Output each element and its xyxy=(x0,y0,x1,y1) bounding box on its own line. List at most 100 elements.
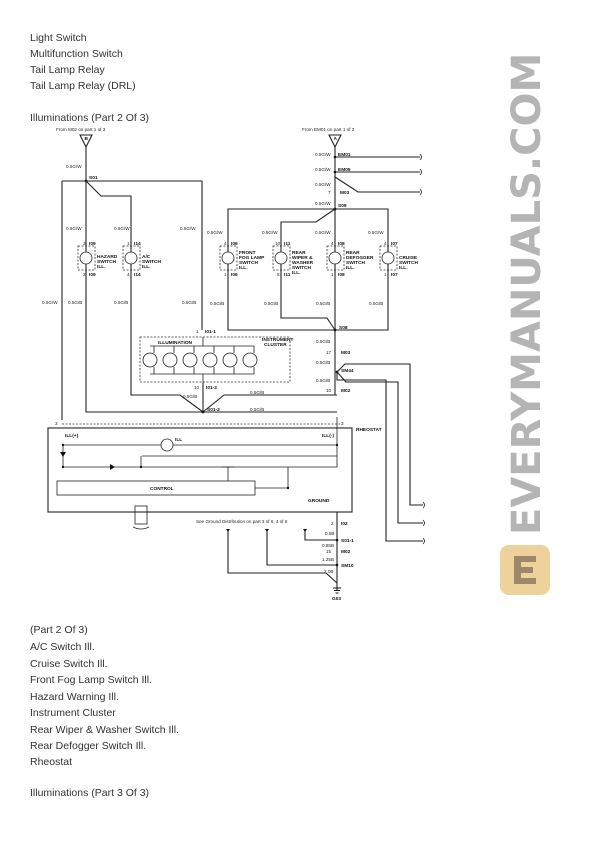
svg-text:REAR: REAR xyxy=(292,250,306,256)
pin-number: 17 xyxy=(326,350,332,355)
svg-text:WASHER: WASHER xyxy=(292,260,314,266)
svg-text:HAZARD: HAZARD xyxy=(97,254,118,260)
svg-text:GROUND: GROUND xyxy=(308,498,330,504)
wire-label: 0.5G/B xyxy=(316,378,330,383)
svg-text:DEFOGGER: DEFOGGER xyxy=(346,255,374,261)
svg-text:4: 4 xyxy=(331,241,334,246)
wire-label: 0.5G/W xyxy=(315,152,331,157)
svg-text:ILL(-): ILL(-) xyxy=(322,433,334,439)
svg-text:I07: I07 xyxy=(391,272,398,278)
wire-label: 0.5G/W xyxy=(180,226,196,231)
watermark: EVERYMANUALS.COM xyxy=(500,53,550,595)
svg-text:I14: I14 xyxy=(134,272,141,278)
from-a-label: From EM01 on part 1 of 3 xyxy=(302,127,355,132)
connector-a-letter: A xyxy=(334,136,338,142)
svg-text:SWITCH: SWITCH xyxy=(142,259,161,265)
svg-text:ILL.: ILL. xyxy=(97,264,106,270)
svg-text:I01-1: I01-1 xyxy=(205,329,216,335)
svg-text:WIPER &: WIPER & xyxy=(292,255,313,261)
svg-text:I09: I09 xyxy=(89,241,96,247)
text-line: Tail Lamp Relay (DRL) xyxy=(30,80,136,92)
wire-label: 0.5G/B xyxy=(316,301,330,306)
svg-text:ILL.: ILL. xyxy=(239,265,248,271)
watermark-text: EVERYMANUALS.COM xyxy=(504,53,550,535)
ground-symbol-icon xyxy=(333,587,341,594)
svg-text:CRUISE: CRUISE xyxy=(399,255,418,261)
wire-label: 0.5G/B xyxy=(210,301,224,306)
svg-text:CONTROL: CONTROL xyxy=(150,486,174,492)
svg-text:CLUSTER: CLUSTER xyxy=(264,342,287,348)
svg-text:SWITCH: SWITCH xyxy=(97,259,116,265)
bulb-icon xyxy=(162,352,178,368)
wire-label: 0.5B xyxy=(325,531,334,536)
svg-text:1: 1 xyxy=(196,329,199,334)
svg-text:1: 1 xyxy=(384,272,387,277)
wire-label: 0.5G/W xyxy=(114,226,130,231)
ground-arrow-icon xyxy=(226,529,307,532)
wire-label: 0.5G/B xyxy=(114,300,128,305)
connector-b-letter: B xyxy=(85,136,89,142)
svg-text:SWITCH: SWITCH xyxy=(399,260,418,266)
svg-text:A/C: A/C xyxy=(142,254,151,260)
wire-label: 0.5G/W xyxy=(262,230,278,235)
text-line: Front Fog Lamp Switch Ill. xyxy=(30,674,152,686)
from-b-label: From M02 on part 1 of 3 xyxy=(56,127,106,132)
svg-text:ILL.: ILL. xyxy=(399,265,408,271)
wire-label: 0.5G/B xyxy=(182,300,196,305)
svg-text:2: 2 xyxy=(83,272,86,277)
wire-label: 0.5G/W xyxy=(66,226,82,231)
instrument-cluster: 1 I01-1 ILLUMINATION INSTRUMENT CLUSTER … xyxy=(139,329,294,391)
text-line: Instrument Cluster xyxy=(30,707,116,719)
wire-label: 2.0B xyxy=(324,569,333,574)
wire-label: 0.5G/W xyxy=(42,300,58,305)
text-line: Rear Defogger Switch Ill. xyxy=(30,740,147,752)
wire-label: 0.5G/W xyxy=(315,167,331,172)
svg-text:1: 1 xyxy=(331,272,334,277)
wire-label: 0.5G/W xyxy=(368,230,384,235)
wire-label: 0.5G/B xyxy=(68,300,82,305)
connector-label: M02 xyxy=(341,388,351,394)
text-line: Cruise Switch Ill. xyxy=(30,658,108,670)
wire xyxy=(202,394,337,413)
wire-label: 0.5G/W xyxy=(315,230,331,235)
splice-label: EM05 xyxy=(338,167,351,173)
svg-text:ILL(+): ILL(+) xyxy=(65,433,79,439)
connector-label: M03 xyxy=(341,350,351,356)
svg-text:I11: I11 xyxy=(284,272,291,278)
svg-text:4: 4 xyxy=(224,241,227,246)
svg-text:REAR: REAR xyxy=(346,250,360,256)
connector-label: I02 xyxy=(341,521,348,527)
svg-text:SWITCH: SWITCH xyxy=(239,260,258,266)
svg-text:5: 5 xyxy=(277,272,280,277)
svg-text:I06: I06 xyxy=(231,241,238,247)
svg-text:4: 4 xyxy=(384,241,387,246)
connector-a xyxy=(328,134,342,149)
connector-label: M03 xyxy=(340,190,350,196)
wire xyxy=(334,156,420,193)
svg-text:10: 10 xyxy=(275,241,281,246)
text-line: Light Switch xyxy=(30,32,87,44)
svg-text:3: 3 xyxy=(55,421,58,426)
splice-label: S01 xyxy=(89,175,98,181)
wire-continuation xyxy=(422,501,425,545)
ground-label: G03 xyxy=(332,596,341,602)
text-line: Tail Lamp Relay xyxy=(30,64,105,76)
svg-text:FOG LAMP: FOG LAMP xyxy=(239,255,265,261)
bulb-icon xyxy=(142,352,158,368)
wire-label: 0.85B xyxy=(322,543,334,548)
svg-text:I09: I09 xyxy=(89,272,96,278)
wire-label: 0.5G/B xyxy=(264,301,278,306)
bulb-icon xyxy=(182,352,198,368)
bulb-icon xyxy=(242,352,258,368)
svg-text:ILL: ILL xyxy=(175,437,182,443)
wire-label: 0.5G/B xyxy=(183,394,197,399)
svg-text:I08: I08 xyxy=(338,272,345,278)
svg-text:ILL.: ILL. xyxy=(292,270,301,276)
svg-text:FRONT: FRONT xyxy=(239,250,256,256)
svg-text:4: 4 xyxy=(127,272,130,277)
